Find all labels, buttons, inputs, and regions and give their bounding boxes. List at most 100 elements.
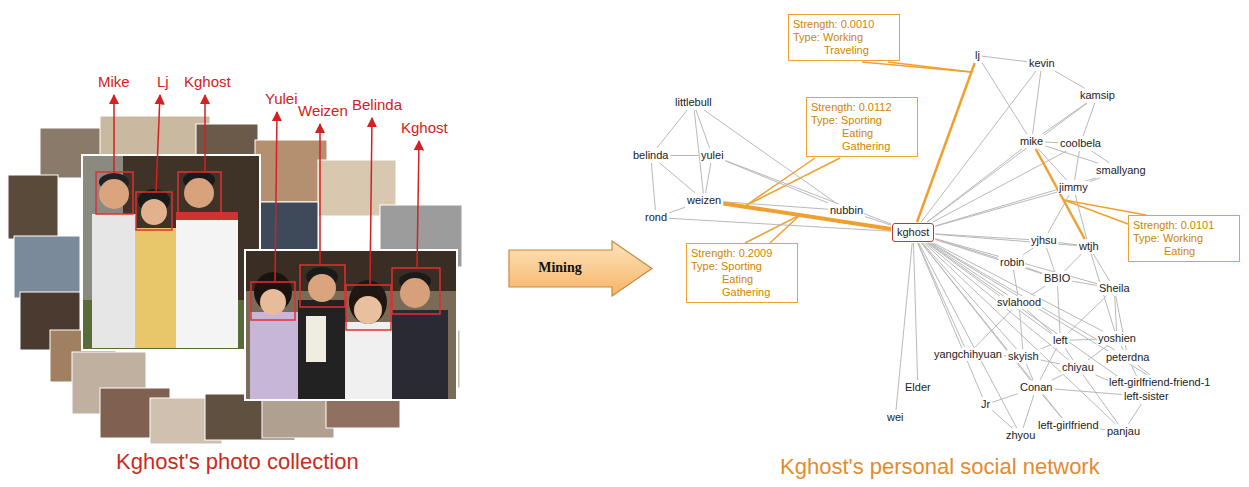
pointer-arrow: [370, 118, 372, 285]
person-name: Elder: [905, 381, 931, 394]
social-tie-edge: [1014, 270, 1018, 295]
face-box: [136, 192, 172, 230]
person-node: kevin: [1028, 57, 1056, 70]
social-tie-edge: [926, 243, 1069, 360]
social-tie-edge: [1047, 248, 1055, 271]
person: [176, 212, 238, 348]
person-node: kghost: [892, 223, 934, 242]
type-text: Type: Working Eating: [1133, 232, 1235, 258]
person-node: Sheila: [1098, 282, 1131, 295]
person-node: smallyang: [1095, 164, 1147, 177]
person: [135, 228, 177, 348]
person-node: lj: [974, 49, 981, 62]
caption-text: Kghost's photo collection: [116, 449, 359, 475]
person-name: left-girlfriend: [1038, 419, 1099, 432]
social-tie-edge: [914, 243, 918, 380]
social-tie-edge: [1072, 281, 1097, 285]
type-text: Type: Sporting Eating Gathering: [691, 260, 793, 299]
strength-text: Strength: 0.2009: [691, 247, 793, 260]
person: [250, 312, 298, 399]
social-tie-edge: [1055, 71, 1085, 88]
social-tie-edge: [1048, 195, 1069, 233]
person-node: belinda: [632, 149, 669, 162]
person-name: yoshien: [1098, 332, 1136, 345]
social-tie-edge: [1065, 254, 1082, 271]
social-tie-edge: [1041, 345, 1051, 350]
social-tie-edge: [651, 163, 655, 210]
type-text: Type: Sporting Eating Gathering: [811, 114, 913, 153]
face-name-label: Kghost: [401, 119, 448, 137]
person-name: lj: [975, 49, 980, 62]
social-tie-edge: [726, 161, 829, 203]
strong-tie-edge: [1036, 149, 1085, 239]
social-tie-edge: [1090, 178, 1100, 182]
strong-tie-edge: [917, 63, 975, 222]
social-tie-edge: [1023, 395, 1034, 428]
social-tie-edge: [1038, 149, 1066, 180]
photo: [14, 236, 80, 298]
person-name: peterdna: [1106, 351, 1149, 364]
social-tie-edge: [931, 243, 1115, 350]
person-node: skyish: [1007, 350, 1040, 363]
person-node: wtjh: [1078, 240, 1100, 253]
social-tie-edge: [657, 110, 688, 148]
social-tie-edge: [1043, 395, 1062, 418]
arrow-outline: [509, 241, 652, 296]
leader-line: [888, 62, 971, 72]
social-tie-edge: [982, 56, 1027, 62]
person: [99, 179, 129, 209]
social-tie-edge: [982, 63, 1027, 134]
face-name-label: Kghost: [184, 73, 231, 91]
face-box: [96, 172, 133, 214]
person-node: svlahood: [996, 296, 1042, 309]
person: [392, 310, 448, 399]
person: [349, 280, 387, 324]
social-tie-edge: [1128, 404, 1141, 424]
person-name: yjhsu: [1031, 234, 1057, 247]
person-node: left: [1052, 334, 1069, 347]
person-node: peterdna: [1105, 351, 1150, 364]
social-tie-edge: [1033, 71, 1041, 134]
person-node: BBIO: [1043, 272, 1071, 285]
social-tie-edge: [660, 163, 696, 193]
face-box: [346, 285, 391, 330]
person-name: belinda: [633, 149, 668, 162]
person-name: left-sister: [1124, 390, 1169, 403]
social-tie-edge: [927, 149, 1022, 222]
face-name-label: Belinda: [352, 96, 402, 114]
person-node: Elder: [904, 381, 932, 394]
person-node: yjhsu: [1030, 234, 1058, 247]
photo: [82, 155, 260, 350]
social-tie-edge: [922, 243, 1063, 418]
social-tie-edge: [1068, 296, 1106, 333]
social-tie-edge: [975, 310, 1011, 347]
person: [260, 289, 286, 315]
strength-callout: Strength: 0.0112Type: Sporting Eating Ga…: [806, 97, 918, 157]
person-node: Jr: [980, 398, 991, 411]
person-name: mike: [1020, 135, 1043, 148]
person: [354, 296, 382, 324]
photo: [245, 250, 457, 400]
social-tie-edge: [671, 155, 700, 156]
social-tie-edge: [1031, 286, 1045, 295]
caption-text: Kghost's personal social network: [780, 454, 1100, 480]
person-name: yangchihyuan: [934, 348, 1002, 361]
social-tie-edge: [935, 178, 1095, 226]
person-node: yoshien: [1097, 332, 1137, 345]
person-name: rond: [645, 211, 667, 224]
person: [92, 214, 136, 348]
social-tie-edge: [918, 243, 983, 397]
person-name: wei: [887, 411, 904, 424]
social-tie-edge: [935, 234, 1029, 240]
social-tie-edge: [1027, 268, 1043, 274]
face-box: [251, 282, 295, 320]
pointer-arrow: [204, 95, 206, 172]
person-name: left-girlfriend-friend-1: [1109, 376, 1210, 389]
social-tie-edge: [992, 410, 1012, 428]
social-tie-edge: [706, 163, 711, 193]
social-tie-edge: [1004, 355, 1006, 356]
pointer-arrow: [156, 95, 160, 192]
person-node: weizen: [686, 194, 722, 207]
person-node: littlebull: [674, 96, 713, 109]
